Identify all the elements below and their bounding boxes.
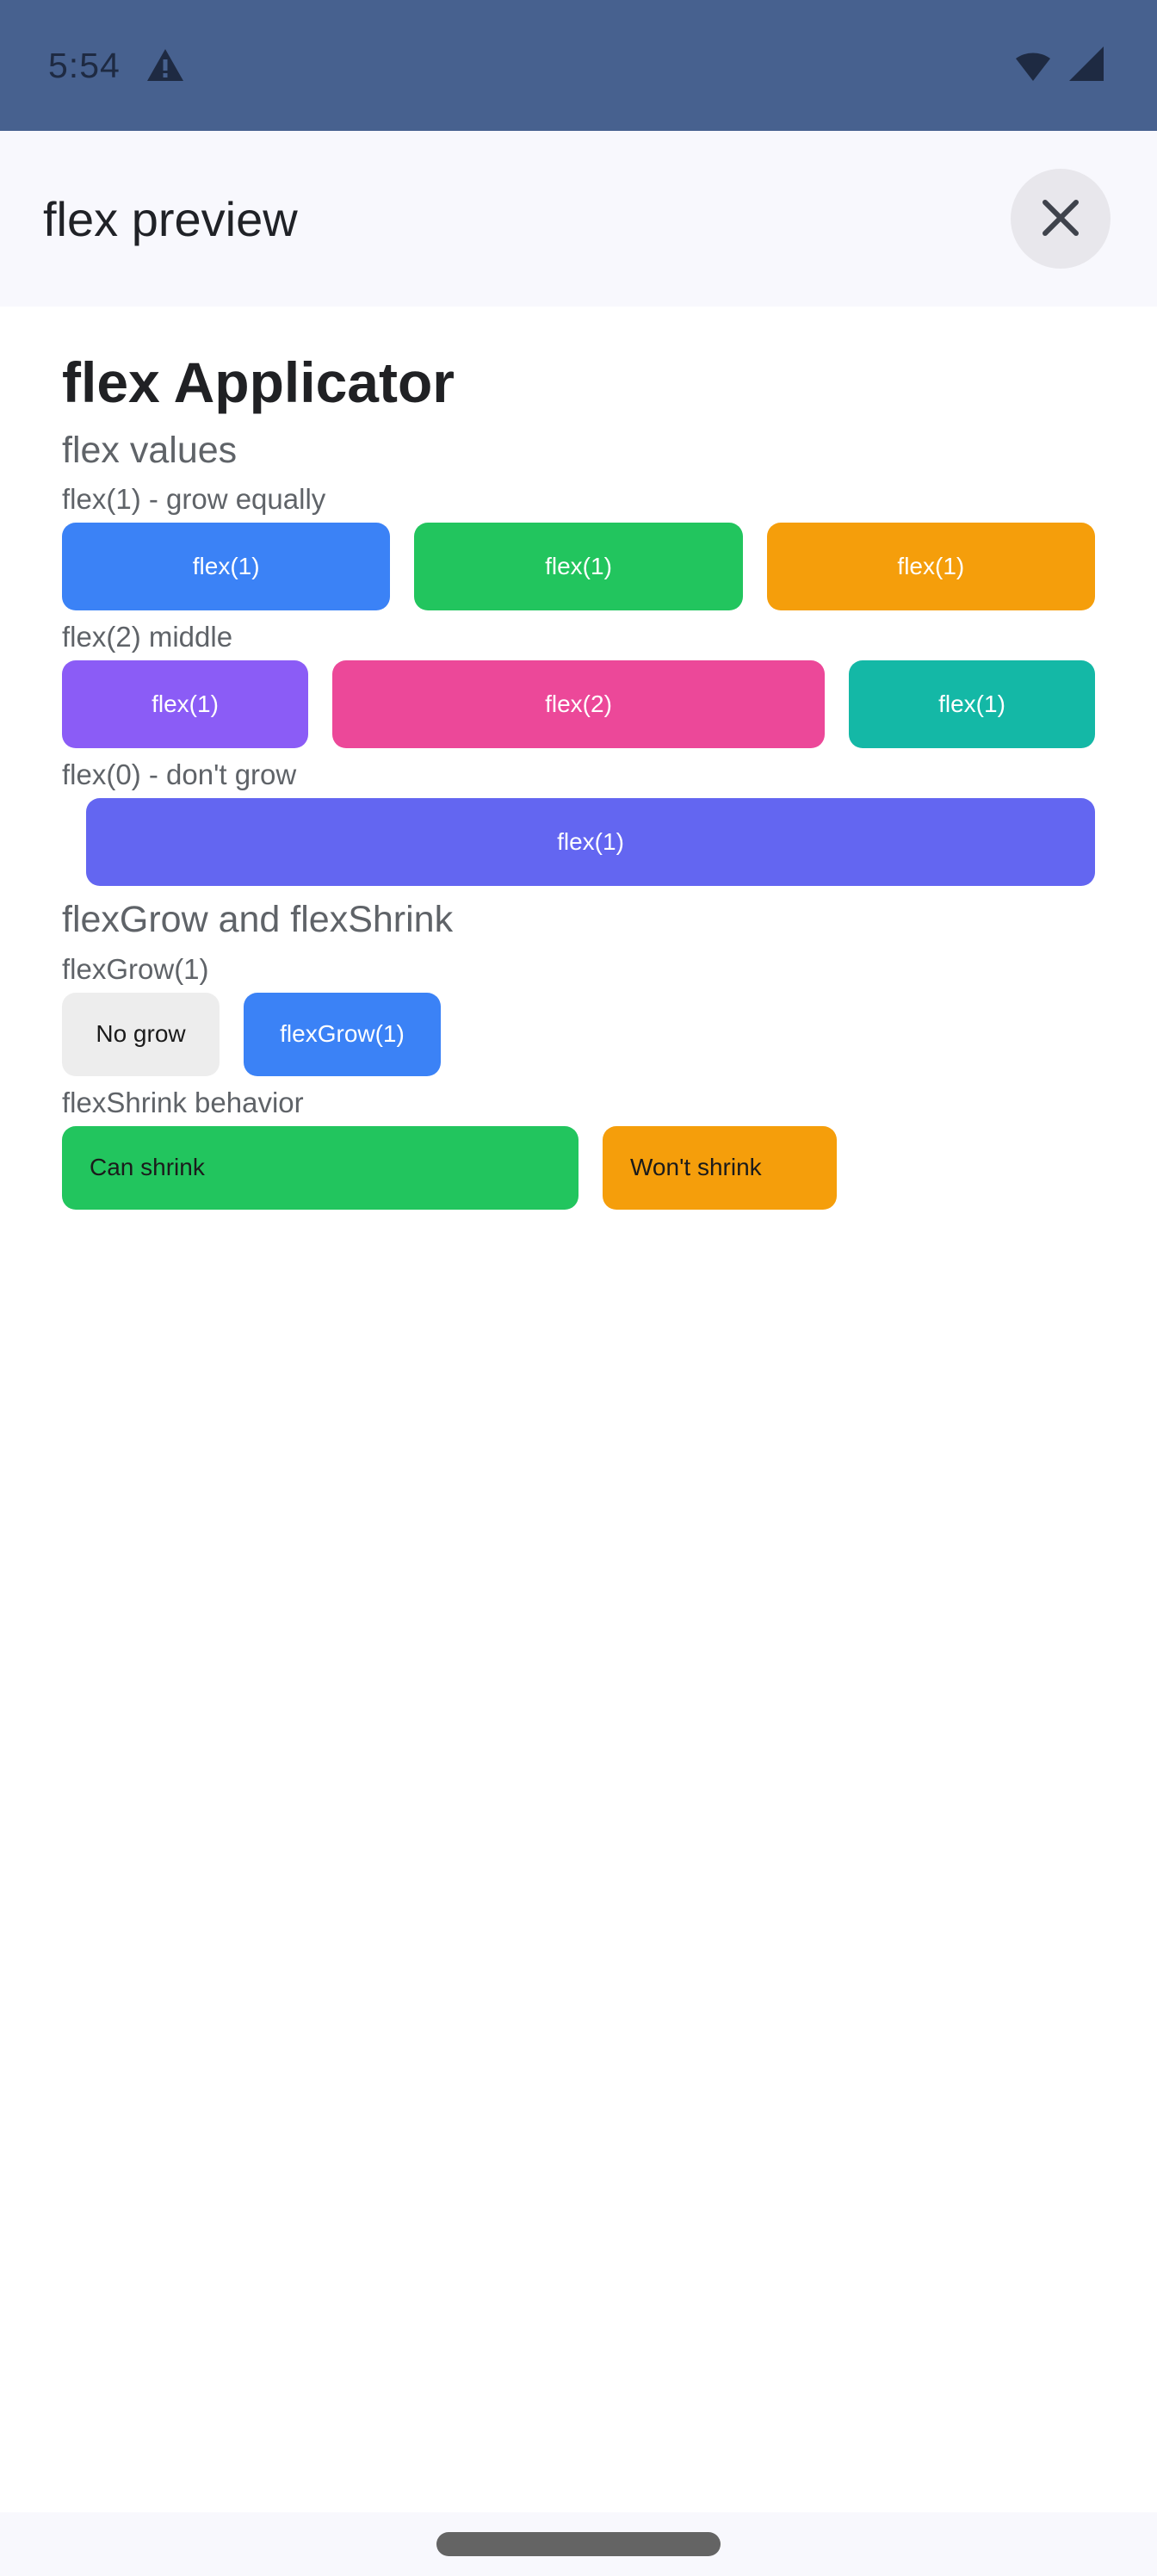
flex-row: flex(1) flex(2) flex(1)	[62, 660, 1095, 749]
close-button[interactable]	[1011, 169, 1111, 269]
example-flex-shrink: flexShrink behavior Can shrink Won't shri…	[62, 1087, 1095, 1210]
status-time: 5:54	[48, 45, 121, 85]
flex-demo-box: flex(1)	[62, 523, 391, 611]
page-title: flex preview	[43, 191, 298, 246]
example-label: flexGrow(1)	[62, 952, 209, 985]
warning-icon	[145, 45, 186, 86]
example-flex-middle: flex(2) middle flex(1) flex(2) flex(1)	[62, 621, 1095, 749]
section-heading-grow-shrink: flexGrow and flexShrink	[62, 899, 454, 941]
gesture-nav-bar	[0, 2512, 1157, 2576]
flex-demo-box: flex(2)	[332, 660, 825, 749]
flex-row: Can shrink Won't shrink	[62, 1125, 1095, 1210]
section-heading-flex-values: flex values	[62, 429, 238, 471]
example-flex-equal: flex(1) - grow equally flex(1)flex(1)fle…	[62, 483, 1095, 611]
flex-demo-box: flex(1)	[62, 660, 308, 749]
content-area: flex Applicator flex values flex(1) - gr…	[0, 307, 1157, 2512]
flex-demo-box: flex(1)	[766, 523, 1095, 611]
example-label: flex(2) middle	[62, 621, 233, 653]
cellular-signal-icon	[1064, 41, 1109, 90]
flex-demo-box: flex(1)	[849, 660, 1095, 749]
flex-demo-box: No grow	[62, 992, 220, 1076]
flex-demo-box: flex(1)	[86, 798, 1095, 887]
example-flex-zero: flex(0) - don't grow flex(0)flex(1)	[28, 759, 1095, 887]
gesture-handle[interactable]	[436, 2532, 721, 2556]
flex-row: flex(0)flex(1)	[28, 798, 1095, 887]
app-heading: flex Applicator	[62, 350, 455, 414]
close-icon	[1038, 195, 1083, 243]
app-header: flex preview	[0, 131, 1157, 307]
example-flex-grow: flexGrow(1) No grow flexGrow(1)	[62, 953, 1095, 1076]
example-label: flex(1) - grow equally	[62, 483, 326, 516]
example-label: flexShrink behavior	[62, 1086, 304, 1118]
example-label: flex(0) - don't grow	[62, 759, 297, 791]
flex-demo-box: flex(1)	[414, 523, 743, 611]
flex-demo-box: Can shrink	[62, 1125, 578, 1210]
flex-row: flex(1) flex(1) flex(1)	[62, 523, 1095, 611]
flex-demo-box: flexGrow(1)	[244, 992, 441, 1076]
wifi-icon	[1011, 41, 1055, 90]
flex-demo-box: Won't shrink	[603, 1125, 837, 1210]
flex-row: No grow flexGrow(1)	[62, 992, 1095, 1076]
status-bar: 5:54	[0, 0, 1157, 131]
status-right-icons	[1011, 41, 1109, 90]
